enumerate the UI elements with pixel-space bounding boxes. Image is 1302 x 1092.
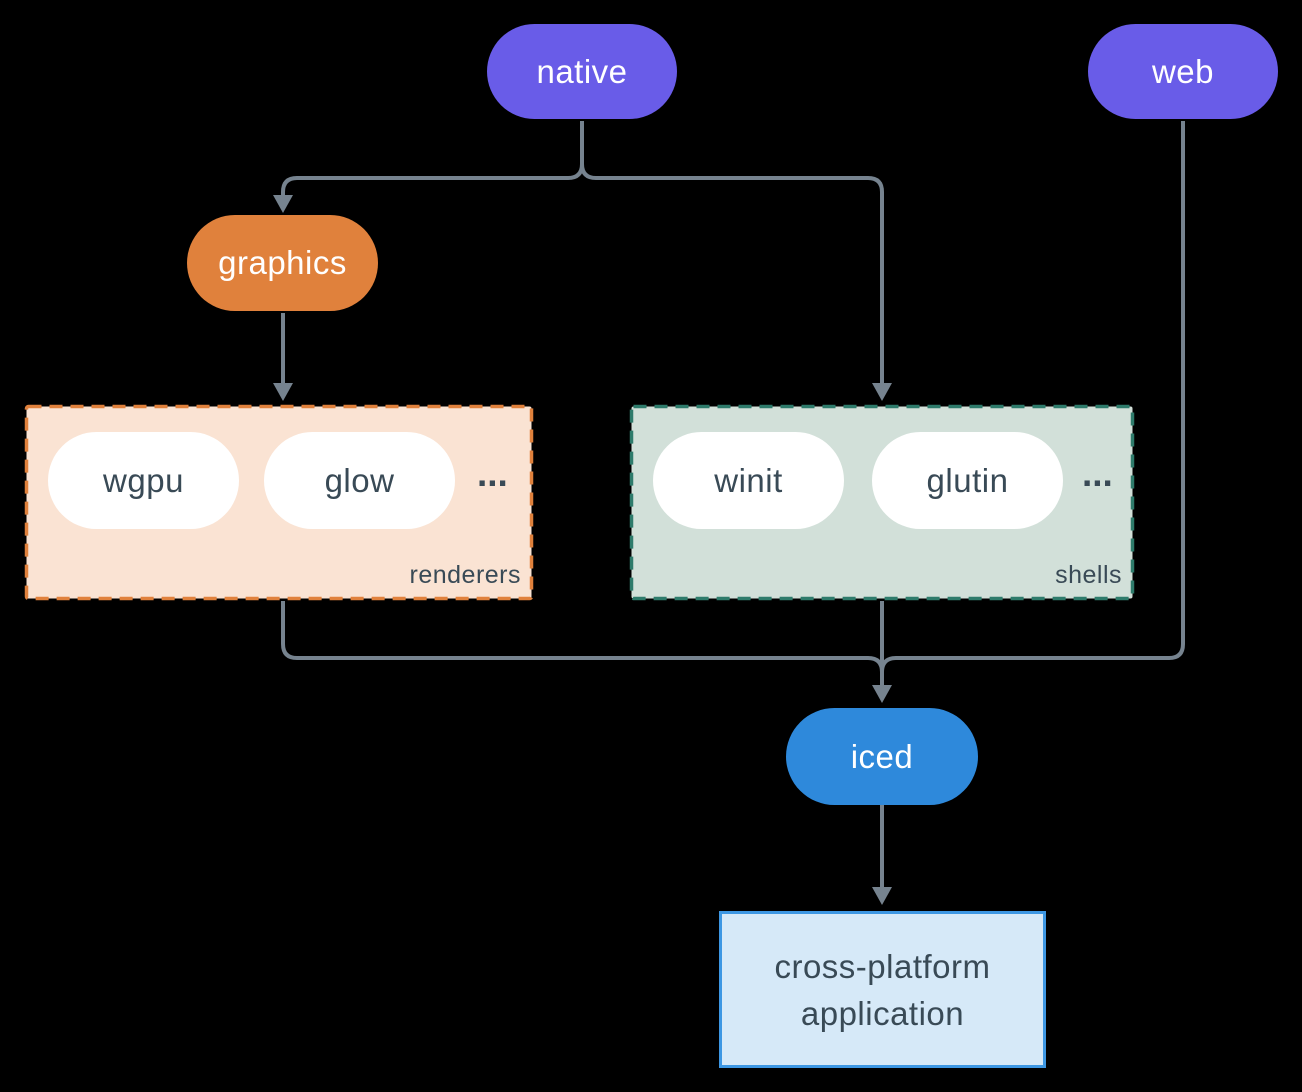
node-iced-label: iced	[850, 737, 914, 775]
arrowhead-iced	[872, 685, 892, 703]
edge-native-to-graphics	[281, 121, 584, 197]
node-graphics-label: graphics	[218, 244, 347, 281]
renderers-group-label: renderers	[409, 561, 521, 589]
application-label-line1: cross-platform	[774, 947, 991, 985]
edge-renderers-to-iced	[281, 601, 884, 673]
node-wgpu-label: wgpu	[103, 461, 184, 499]
arrowhead-graphics	[273, 195, 293, 213]
node-glutin-label: glutin	[926, 461, 1009, 499]
renderers-group: wgpu glow ... renderers	[25, 405, 533, 600]
node-glow: glow	[264, 432, 455, 529]
node-iced: iced	[786, 708, 978, 805]
shells-group: winit glutin ... shells	[630, 405, 1134, 600]
node-cross-platform-application: cross-platform application	[719, 911, 1046, 1068]
renderers-ellipsis: ...	[477, 453, 508, 494]
node-web-label: web	[1151, 52, 1215, 90]
node-glow-label: glow	[324, 461, 395, 499]
arrowhead-renderers	[273, 383, 293, 401]
arrowhead-application	[872, 887, 892, 905]
node-graphics: graphics	[187, 215, 378, 311]
shells-ellipsis: ...	[1082, 453, 1113, 494]
shells-group-label: shells	[1055, 561, 1122, 589]
node-native-label: native	[536, 52, 628, 90]
arrowhead-shells	[872, 383, 892, 401]
node-wgpu: wgpu	[48, 432, 239, 529]
node-native: native	[487, 24, 677, 119]
edge-native-to-shells	[580, 121, 884, 385]
node-winit: winit	[653, 432, 844, 529]
node-web: web	[1088, 24, 1278, 119]
node-winit-label: winit	[714, 461, 783, 499]
node-glutin: glutin	[872, 432, 1063, 529]
application-label-line2: application	[800, 994, 965, 1032]
